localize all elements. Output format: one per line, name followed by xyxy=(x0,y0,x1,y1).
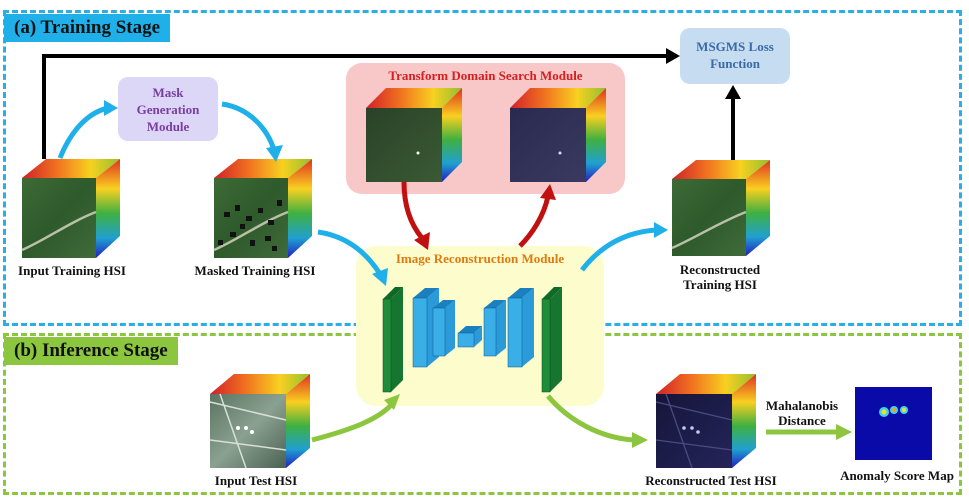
arrow-masked-to-recon-module xyxy=(317,229,388,286)
input-training-hsi-label: Input Training HSI xyxy=(18,263,126,278)
arrow-input-to-loss xyxy=(42,48,680,159)
mahalanobis-distance-label: Mahalanobis Distance xyxy=(754,398,850,428)
mask-generation-label: Mask Generation Module xyxy=(118,84,218,135)
msgms-loss-label: MSGMS Loss Function xyxy=(680,38,790,72)
arrow-recon-module-to-test-recon xyxy=(546,394,648,448)
arrow-recon-module-to-reconstructed xyxy=(580,222,668,272)
arrow-test-to-recon-module xyxy=(311,394,400,443)
mahalanobis-line-1: Mahalanobis xyxy=(765,398,839,413)
inference-stage-title: (b) Inference Stage xyxy=(4,337,178,365)
reconstructed-test-hsi-label: Reconstructed Test HSI xyxy=(645,473,777,488)
training-stage-title: (a) Training Stage xyxy=(4,14,171,42)
arrow-mask-to-masked xyxy=(221,101,283,162)
transform-cube-rgb xyxy=(366,88,462,182)
anomaly-score-map xyxy=(855,387,932,460)
arrow-transform-to-recon xyxy=(401,181,430,250)
reconstructed-training-hsi-label: Reconstructed Training HSI xyxy=(660,262,780,292)
transform-domain-title: Transform Domain Search Module xyxy=(388,68,583,83)
arrow-recon-to-loss xyxy=(725,85,741,160)
mask-line-1: Mask xyxy=(152,85,184,100)
transform-cube-transformed xyxy=(510,88,606,182)
msgms-loss-box xyxy=(680,28,790,84)
mask-generation-box xyxy=(118,77,218,141)
reconstructed-training-hsi-cube xyxy=(671,160,770,256)
input-training-hsi-cube xyxy=(21,159,120,258)
reconstructed-test-hsi-cube xyxy=(655,374,756,469)
reconstructed-training-line-1: Reconstructed xyxy=(679,262,761,277)
unet-network xyxy=(382,287,562,393)
msgms-line-1: MSGMS Loss xyxy=(696,39,774,54)
arrow-mahalanobis xyxy=(766,424,852,440)
input-test-hsi-label: Input Test HSI xyxy=(214,473,298,488)
msgms-line-2: Function xyxy=(710,56,760,71)
reconstructed-training-line-2: Training HSI xyxy=(683,277,757,292)
masked-training-hsi-label: Masked Training HSI xyxy=(194,263,316,278)
arrow-recon-to-transform xyxy=(518,184,556,248)
mask-line-3: Module xyxy=(146,119,190,134)
input-test-hsi-cube xyxy=(209,374,310,469)
anomaly-score-map-label: Anomaly Score Map xyxy=(840,468,954,483)
masked-training-hsi-cube xyxy=(213,159,312,258)
mahalanobis-line-2: Distance xyxy=(778,413,826,428)
image-reconstruction-title: Image Reconstruction Module xyxy=(395,251,565,266)
arrow-input-to-mask xyxy=(57,100,118,159)
mask-line-2: Generation xyxy=(136,102,200,117)
